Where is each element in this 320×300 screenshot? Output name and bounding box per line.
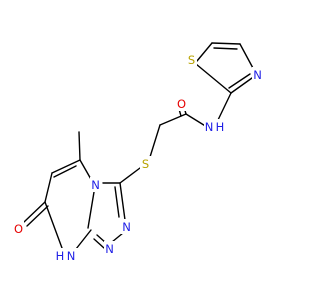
bond-c3-n2 bbox=[119, 182, 126, 221]
bond-c7-o-b bbox=[26, 205, 49, 227]
thiazole-nitrogen-bg bbox=[252, 67, 263, 82]
molecule-diagram: S N O N H S N N N O N H bbox=[13, 42, 263, 263]
amide-nh-bg bbox=[204, 119, 228, 134]
bond-c8a-n4 bbox=[87, 191, 95, 229]
ketone-oxygen-label: O bbox=[14, 222, 23, 236]
triazole-n2-bg bbox=[121, 219, 132, 234]
bond-c2-nh bbox=[217, 92, 232, 121]
amide-hydrogen-label: H bbox=[216, 120, 225, 134]
bond-thiazole-c4-n3 bbox=[239, 43, 255, 71]
bond-thiazole-s-c5 bbox=[196, 42, 213, 62]
ketone-oxygen-bg bbox=[13, 221, 24, 236]
bond-c5-c6 bbox=[51, 159, 81, 174]
ring-nh-bg bbox=[54, 248, 78, 263]
bond-nh-carbonyl bbox=[185, 113, 208, 128]
bond-thiazole-n3-c2 bbox=[230, 77, 253, 94]
bond-c3-n2-inner bbox=[114, 186, 120, 218]
atom-label-layer: S N O N H S N N N O N H bbox=[13, 52, 263, 263]
thiazole-nitrogen-label: N bbox=[253, 68, 262, 82]
bond-n1-c8a bbox=[93, 238, 105, 249]
triazole-n1-label: N bbox=[105, 242, 114, 256]
thiazole-sulfur-label: S bbox=[188, 53, 195, 67]
triazole-n4-bg bbox=[90, 177, 101, 192]
bond-thiazole-c5-c4-inner bbox=[213, 47, 238, 50]
thioether-sulfur-bg bbox=[140, 156, 151, 171]
triazole-n1-bg bbox=[104, 241, 115, 256]
thioether-sulfur-label: S bbox=[142, 157, 149, 171]
bond-c7-o-a bbox=[23, 201, 46, 223]
triazole-n4-label: N bbox=[91, 178, 100, 192]
thiazole-sulfur-bg bbox=[186, 52, 197, 67]
bond-nh-c8a bbox=[75, 229, 92, 250]
triazole-n2-label: N bbox=[122, 220, 131, 234]
bond-s-c3 bbox=[119, 167, 141, 184]
bond-carbonyl-ch2 bbox=[159, 113, 187, 126]
bond-thiazole-c5-c4 bbox=[211, 42, 241, 45]
bond-c7-nh bbox=[44, 201, 63, 249]
bond-c6-c7 bbox=[44, 172, 53, 203]
bond-c5-c6-inner bbox=[53, 165, 77, 178]
bond-c5-methyl bbox=[78, 131, 81, 161]
structure-svg: S N O N H S N N N O N H bbox=[13, 42, 263, 263]
bond-thiazole-n3-c2-inner bbox=[228, 73, 251, 89]
bond-layer bbox=[23, 42, 255, 250]
bond-ch2-s bbox=[149, 124, 161, 158]
amide-oxygen-bg bbox=[176, 96, 187, 111]
bond-thiazole-c2-s bbox=[195, 63, 232, 94]
ring-nitrogen-label: N bbox=[67, 249, 76, 263]
bond-n2-n1 bbox=[111, 232, 124, 243]
ring-hydrogen-label: H bbox=[56, 249, 65, 263]
amide-oxygen-label: O bbox=[177, 97, 186, 111]
amide-nitrogen-label: N bbox=[205, 120, 214, 134]
